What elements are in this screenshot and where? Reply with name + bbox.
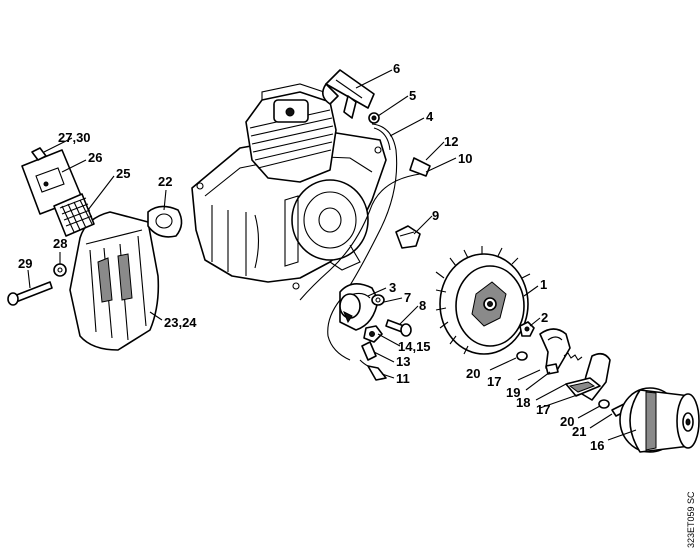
- spark-plug-boot: [322, 69, 375, 119]
- callout-17-lower: 17: [536, 402, 550, 417]
- terminal-11: [359, 359, 387, 381]
- washer-20-upper: [516, 351, 528, 361]
- callout-14-15: 14,15: [398, 339, 431, 354]
- spacer-13: [361, 341, 377, 361]
- callout-7: 7: [404, 290, 411, 305]
- callout-17-upper: 17: [487, 374, 501, 389]
- washer-7: [371, 294, 385, 306]
- callout-27-30: 27,30: [58, 130, 91, 145]
- callout-5: 5: [409, 88, 416, 103]
- cylinder: [245, 83, 337, 183]
- callout-29: 29: [18, 256, 32, 271]
- leader-lines: [27, 69, 637, 441]
- screw-27-30: [31, 147, 47, 161]
- callout-26: 26: [88, 150, 102, 165]
- callout-20-lower: 20: [560, 414, 574, 429]
- callout-22: 22: [158, 174, 172, 189]
- ignition-module: [339, 283, 379, 331]
- muffler: [69, 211, 160, 351]
- drawing-code: 323ET059 SC: [686, 491, 696, 548]
- nut-14-15: [363, 325, 383, 343]
- callout-labels: 6 5 4 12 10 9 3 7 8 14,15 13 11 1 2 20 1…: [18, 61, 604, 453]
- callout-6: 6: [393, 61, 400, 76]
- clutch-shoe-lower: [565, 352, 611, 401]
- callout-11: 11: [396, 371, 410, 386]
- callout-28: 28: [53, 236, 67, 251]
- clutch-spring-upper: [563, 352, 583, 361]
- crankcase-housing: [191, 131, 387, 290]
- callout-21: 21: [572, 424, 586, 439]
- clutch-bolt-19: [545, 363, 559, 375]
- screw-8: [385, 319, 412, 337]
- callout-4: 4: [426, 109, 434, 124]
- washer-28: [53, 263, 67, 277]
- contact-spring: [368, 112, 380, 124]
- callout-9: 9: [432, 208, 439, 223]
- gasket-22: [147, 205, 183, 238]
- connector-9: [395, 225, 421, 249]
- callout-13: 13: [396, 354, 410, 369]
- callout-23-24: 23,24: [164, 315, 197, 330]
- callout-1: 1: [540, 277, 547, 292]
- callout-18: 18: [516, 395, 530, 410]
- callout-25: 25: [116, 166, 130, 181]
- callout-19: 19: [506, 385, 520, 400]
- ignition-lead: [327, 123, 398, 361]
- callout-3: 3: [389, 280, 396, 295]
- callout-12: 12: [444, 134, 458, 149]
- washer-20-lower: [598, 399, 610, 409]
- screw-29: [7, 281, 53, 306]
- clutch-drum: [619, 387, 700, 453]
- callout-8: 8: [419, 298, 426, 313]
- callout-20-upper: 20: [466, 366, 480, 381]
- callout-10: 10: [458, 151, 472, 166]
- callout-16: 16: [590, 438, 604, 453]
- callout-2: 2: [541, 310, 548, 325]
- short-circuit-wire: [299, 157, 431, 301]
- flywheel: [435, 246, 531, 355]
- spark-screen-25: [53, 193, 95, 237]
